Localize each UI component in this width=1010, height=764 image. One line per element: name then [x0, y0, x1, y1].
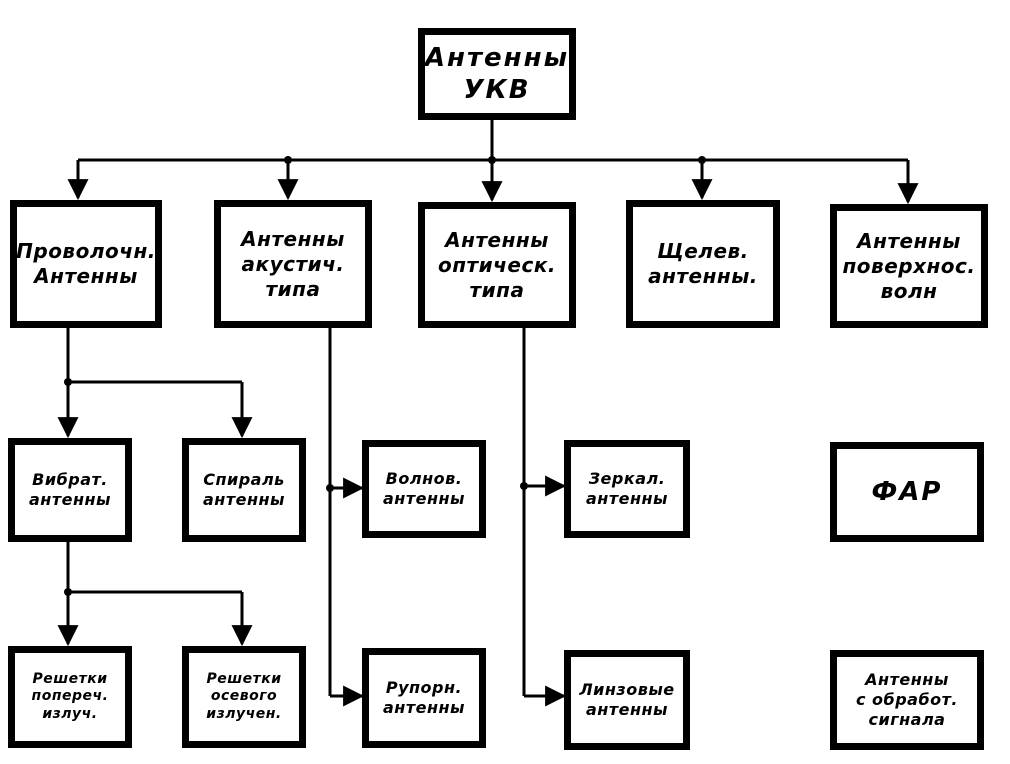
junction-dot: [488, 156, 496, 164]
junction-dot: [64, 588, 72, 596]
box-label-line: антенны.: [648, 264, 758, 288]
box-label-line: Рупорн.: [385, 678, 463, 697]
box-label-line: Зеркал.: [588, 469, 666, 488]
junction-dot: [64, 378, 72, 386]
box-label-line: с обработ.: [856, 690, 958, 709]
box-label-line: Волнов.: [385, 469, 463, 488]
box-label-line: излучен.: [206, 705, 282, 722]
box-label-line: Проволочн.: [16, 239, 156, 263]
box-label-line: Линзовые: [579, 680, 675, 699]
box-wire-antennas: Проволочн.Антенны: [10, 200, 162, 328]
junction-dot: [326, 484, 334, 492]
box-label-line: оптическ.: [438, 252, 556, 277]
box-phased-array: ФАР: [830, 442, 984, 542]
box-label-line: Антенны: [34, 264, 138, 288]
junction-dot: [698, 156, 706, 164]
box-waveguide-antennas: Волнов.антенны: [362, 440, 486, 538]
box-label-line: Антенны: [445, 227, 549, 252]
box-label-line: акустич.: [241, 251, 345, 276]
box-label-line: УКВ: [463, 75, 531, 105]
box-label-line: Вибрат.: [32, 470, 108, 489]
box-label-line: Щелев.: [657, 239, 749, 263]
box-label-line: Решетки: [32, 670, 108, 687]
box-label-line: антенны: [382, 489, 466, 508]
box-label-line: антенны: [202, 490, 286, 509]
box-label-line: антенны: [585, 489, 669, 508]
box-slot-antennas: Щелев.антенны.: [626, 200, 780, 328]
box-label-line: Спираль: [203, 470, 285, 489]
box-label-line: осевого: [210, 688, 278, 705]
box-label-line: типа: [265, 276, 321, 301]
box-horn-antennas: Рупорн.антенны: [362, 648, 486, 748]
junction-dot: [284, 156, 292, 164]
box-label-line: излуч.: [42, 705, 98, 722]
box-label-line: Решетки: [206, 670, 282, 687]
box-label-line: ФАР: [871, 476, 943, 507]
box-label-line: сигнала: [868, 710, 946, 729]
box-vibrator-antennas: Вибрат.антенны: [8, 438, 132, 542]
junction-dot: [520, 482, 528, 490]
box-label-line: антенны: [382, 698, 466, 717]
box-mirror-antennas: Зеркал.антенны: [564, 440, 690, 538]
box-label-line: поверхнос.: [842, 253, 976, 278]
box-label-line: Антенны: [857, 228, 961, 253]
box-label-line: Антенны: [865, 670, 949, 689]
box-label-line: Антенны: [241, 226, 345, 251]
box-label-line: антенны: [585, 700, 669, 719]
box-label-line: попереч.: [31, 688, 109, 705]
box-label-line: волн: [880, 278, 938, 303]
box-label-line: антенны: [28, 490, 112, 509]
box-label-line: типа: [469, 277, 525, 302]
box-label-line: Антенны: [424, 42, 570, 73]
